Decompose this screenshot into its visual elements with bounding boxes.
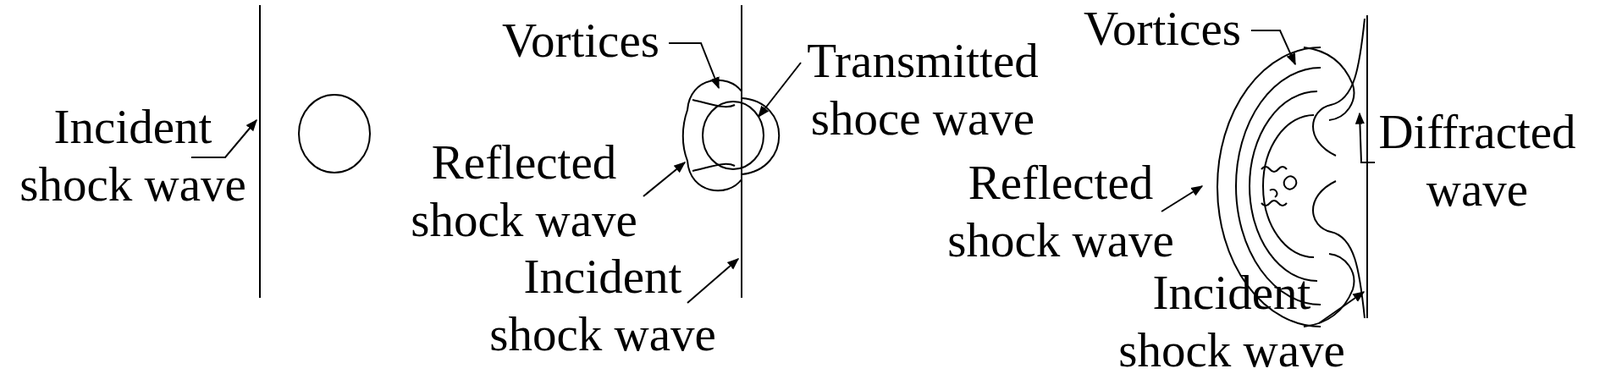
bubble [702,101,764,170]
bubble [298,94,370,173]
callout-label: Transmitted shoce wave [795,32,1050,148]
reflected-shock-outline [683,80,742,192]
contour-line [1249,91,1318,282]
vortex-caps [1303,47,1354,327]
incident-shock-line [259,5,261,298]
callout-label: Reflected shock wave [933,154,1188,270]
callout-label: Vortices [1035,0,1290,58]
callout-label: Incident shock wave [5,98,260,214]
callout-label: Incident shock wave [475,248,730,364]
callout-label: Reflected shock wave [397,133,652,249]
incident-shock-line [740,5,743,298]
callout-label: Incident shock wave [1104,264,1359,380]
incident-shock-line [1366,15,1369,319]
vortex-lobes [692,99,735,172]
callout-label: Vortices [453,11,708,70]
callout-label: Diffracted wave [1350,103,1600,219]
contour-line [1263,115,1314,258]
turbulent-core [1261,166,1297,206]
transmitted-shock [741,98,779,175]
